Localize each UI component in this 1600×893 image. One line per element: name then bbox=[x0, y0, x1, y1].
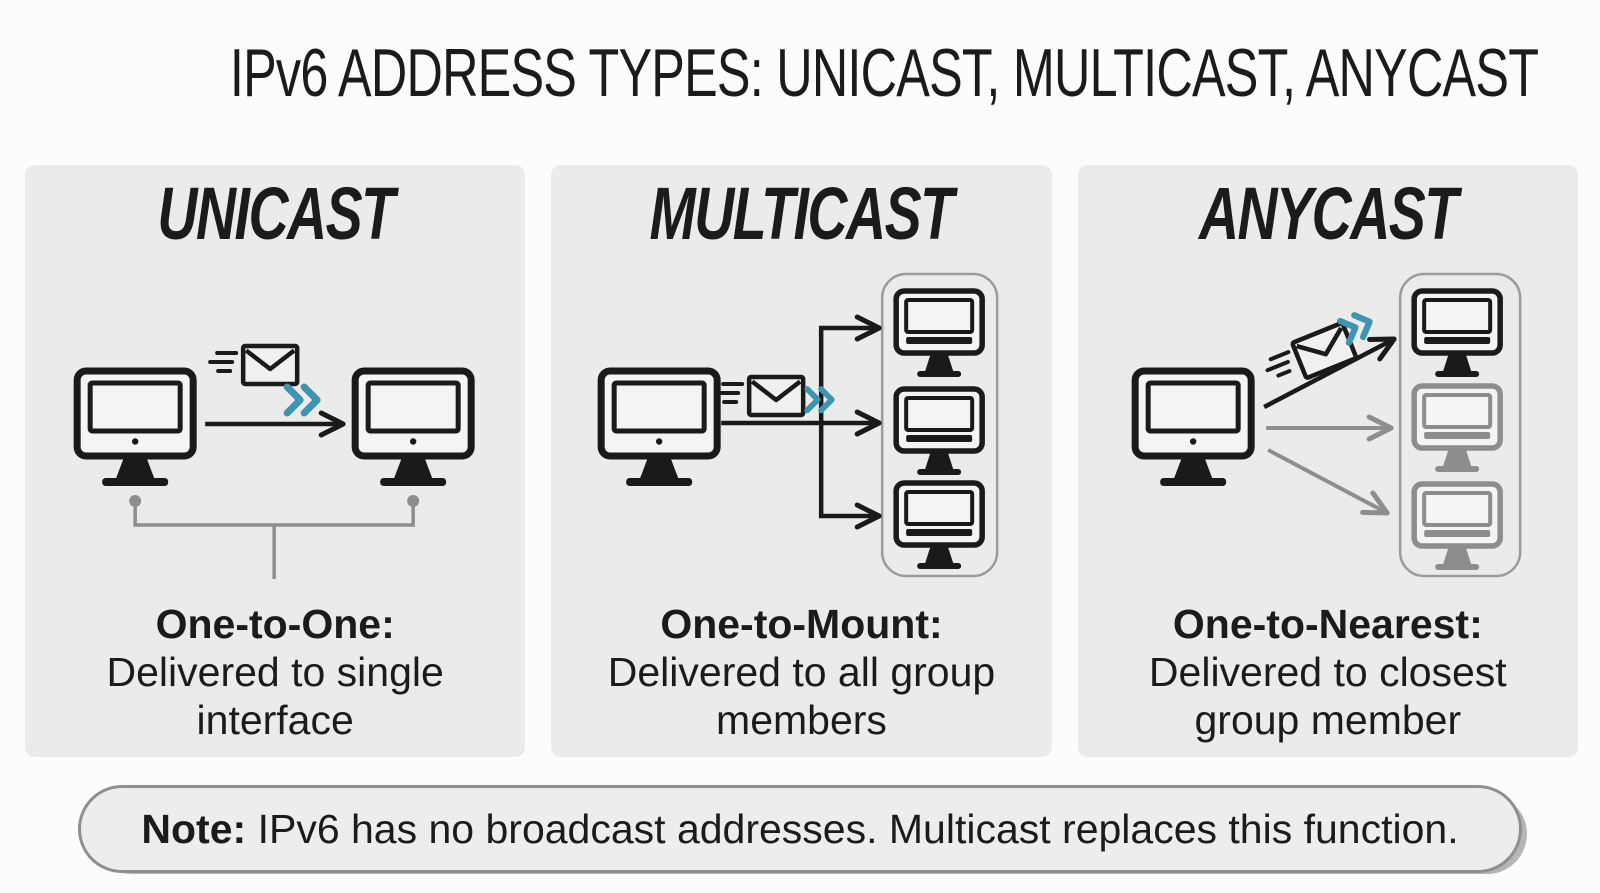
caption-line: group member bbox=[1194, 697, 1462, 743]
computer-monitor-icon bbox=[896, 291, 982, 377]
page-title-text: IPv6 ADDRESS TYPES: UNICAST, MULTICAST, … bbox=[229, 35, 1539, 111]
anycast-heading-text: ANYCAST bbox=[1198, 171, 1458, 255]
computer-monitor-icon bbox=[1414, 386, 1500, 472]
bracket-connector bbox=[133, 504, 415, 579]
caption-line: Delivered to all group bbox=[607, 649, 996, 695]
transfer-arrow bbox=[819, 423, 882, 530]
note-text: Note: IPv6 has no broadcast addresses. M… bbox=[141, 806, 1458, 853]
envelope-icon bbox=[1261, 323, 1356, 391]
computer-monitor-icon bbox=[601, 371, 717, 486]
computer-monitor-icon bbox=[77, 371, 193, 486]
envelope-icon bbox=[716, 377, 803, 415]
computer-monitor-icon bbox=[1414, 291, 1500, 377]
page-title: IPv6 ADDRESS TYPES: UNICAST, MULTICAST, … bbox=[0, 0, 1600, 122]
caption-line: members bbox=[716, 697, 887, 743]
group-box bbox=[1398, 272, 1522, 578]
note-body: IPv6 has no broadcast addresses. Multica… bbox=[257, 805, 1459, 852]
interface-dot bbox=[129, 495, 142, 507]
multicast-heading-text: MULTICAST bbox=[649, 171, 955, 255]
panel-unicast: UNICAST One-to-One: Delivered to single … bbox=[25, 165, 526, 757]
unicast-caption: One-to-One: Delivered to single interfac… bbox=[25, 600, 525, 744]
computer-monitor-icon bbox=[355, 371, 471, 486]
caption-heading: One-to-One: bbox=[155, 601, 395, 647]
multicast-diagram bbox=[551, 272, 999, 578]
anycast-heading: ANYCAST bbox=[1078, 165, 1578, 261]
caption-line: Delivered to closest bbox=[1148, 649, 1507, 695]
transfer-arrow-gray bbox=[1266, 448, 1390, 516]
caption-line: interface bbox=[196, 697, 354, 743]
group-box bbox=[881, 272, 999, 578]
transfer-arrow bbox=[819, 314, 882, 423]
computer-monitor-icon bbox=[1135, 371, 1251, 486]
anycast-diagram bbox=[1078, 272, 1522, 578]
note-pill: Note: IPv6 has no broadcast addresses. M… bbox=[78, 785, 1522, 873]
multicast-heading: MULTICAST bbox=[551, 165, 1051, 261]
panel-multicast: MULTICAST One-to-Mount: Delivered to all… bbox=[551, 165, 1052, 757]
unicast-heading-text: UNICAST bbox=[157, 171, 395, 255]
multicast-caption: One-to-Mount: Delivered to all group mem… bbox=[551, 600, 1051, 744]
caption-heading: One-to-Mount: bbox=[660, 601, 943, 647]
computer-monitor-icon bbox=[1414, 484, 1500, 570]
interface-dot bbox=[407, 495, 420, 507]
panels-row: UNICAST One-to-One: Delivered to single … bbox=[25, 165, 1578, 757]
unicast-heading: UNICAST bbox=[25, 165, 525, 261]
transfer-arrow bbox=[1262, 336, 1397, 409]
envelope-icon bbox=[210, 346, 297, 384]
computer-monitor-icon bbox=[896, 483, 982, 569]
speed-chevrons-icon bbox=[287, 387, 317, 413]
ipv6-address-types-infographic: IPv6 ADDRESS TYPES: UNICAST, MULTICAST, … bbox=[0, 0, 1600, 873]
panel-anycast: ANYCAST One-to-Nearest: Delivered to clo… bbox=[1077, 165, 1578, 757]
caption-heading: One-to-Nearest: bbox=[1172, 601, 1483, 647]
note-label: Note: bbox=[141, 805, 247, 852]
unicast-diagram bbox=[25, 261, 525, 579]
caption-line: Delivered to single bbox=[106, 649, 444, 695]
anycast-caption: One-to-Nearest: Delivered to closest gro… bbox=[1078, 600, 1578, 744]
computer-monitor-icon bbox=[896, 389, 982, 475]
